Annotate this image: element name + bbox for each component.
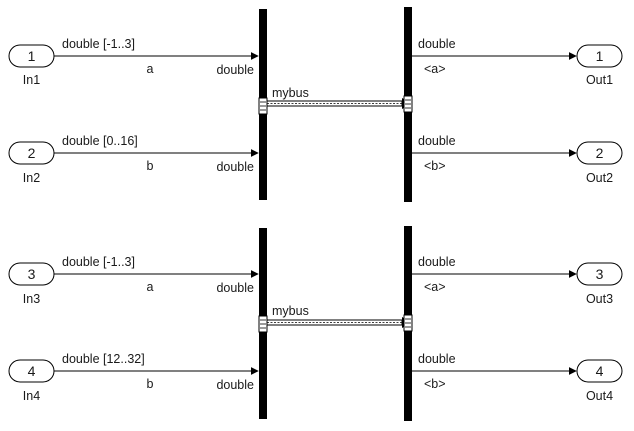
inport-block-4[interactable]: 4 xyxy=(8,359,55,383)
inport-number: 1 xyxy=(28,48,36,64)
outport-number: 3 xyxy=(596,266,604,282)
outport-name: Out3 xyxy=(586,292,613,306)
signal-type-label: double [-1..3] xyxy=(62,255,135,269)
outport-name: Out2 xyxy=(586,171,613,185)
outport-number: 2 xyxy=(596,145,604,161)
bus-label: mybus xyxy=(272,304,309,318)
signal-name-label: b xyxy=(147,159,154,173)
out-type-label: double xyxy=(418,255,456,269)
outport-block-4[interactable]: 4 xyxy=(576,359,623,383)
out-signal-label: <a> xyxy=(424,62,446,76)
inport-block-2[interactable]: 2 xyxy=(8,141,55,165)
outport-name: Out1 xyxy=(586,73,613,87)
inport-number: 2 xyxy=(28,145,36,161)
bus-signal-line[interactable] xyxy=(266,317,412,328)
bus-group-1: 1 In1 double [-1..3] a double 2 In2 doub… xyxy=(8,7,623,202)
port-type-label: double xyxy=(216,160,254,174)
outport-block-1[interactable]: 1 xyxy=(576,44,623,68)
signal-type-label: double [0..16] xyxy=(62,134,138,148)
port-type-label: double xyxy=(216,378,254,392)
signal-name-label: a xyxy=(147,62,154,76)
outport-number: 4 xyxy=(596,363,604,379)
out-type-label: double xyxy=(418,352,456,366)
inport-name: In3 xyxy=(23,292,40,306)
outport-block-2[interactable]: 2 xyxy=(576,141,623,165)
outport-number: 1 xyxy=(596,48,604,64)
bus-group-2: 3 In3 double [-1..3] a double 4 In4 doub… xyxy=(8,226,623,421)
inport-number: 4 xyxy=(28,363,36,379)
signal-type-label: double [12..32] xyxy=(62,352,145,366)
bus-label: mybus xyxy=(272,86,309,100)
outport-block-3[interactable]: 3 xyxy=(576,262,623,286)
signal-type-label: double [-1..3] xyxy=(62,37,135,51)
inport-name: In2 xyxy=(23,171,40,185)
outport-name: Out4 xyxy=(586,389,613,403)
out-type-label: double xyxy=(418,134,456,148)
port-type-label: double xyxy=(216,281,254,295)
inport-name: In1 xyxy=(23,73,40,87)
port-type-label: double xyxy=(216,63,254,77)
out-type-label: double xyxy=(418,37,456,51)
inport-block-1[interactable]: 1 xyxy=(8,44,55,68)
signal-name-label: a xyxy=(147,280,154,294)
inport-name: In4 xyxy=(23,389,40,403)
out-signal-label: <a> xyxy=(424,280,446,294)
signal-name-label: b xyxy=(147,377,154,391)
out-signal-label: <b> xyxy=(424,159,446,173)
out-signal-label: <b> xyxy=(424,377,446,391)
inport-block-3[interactable]: 3 xyxy=(8,262,55,286)
inport-number: 3 xyxy=(28,266,36,282)
